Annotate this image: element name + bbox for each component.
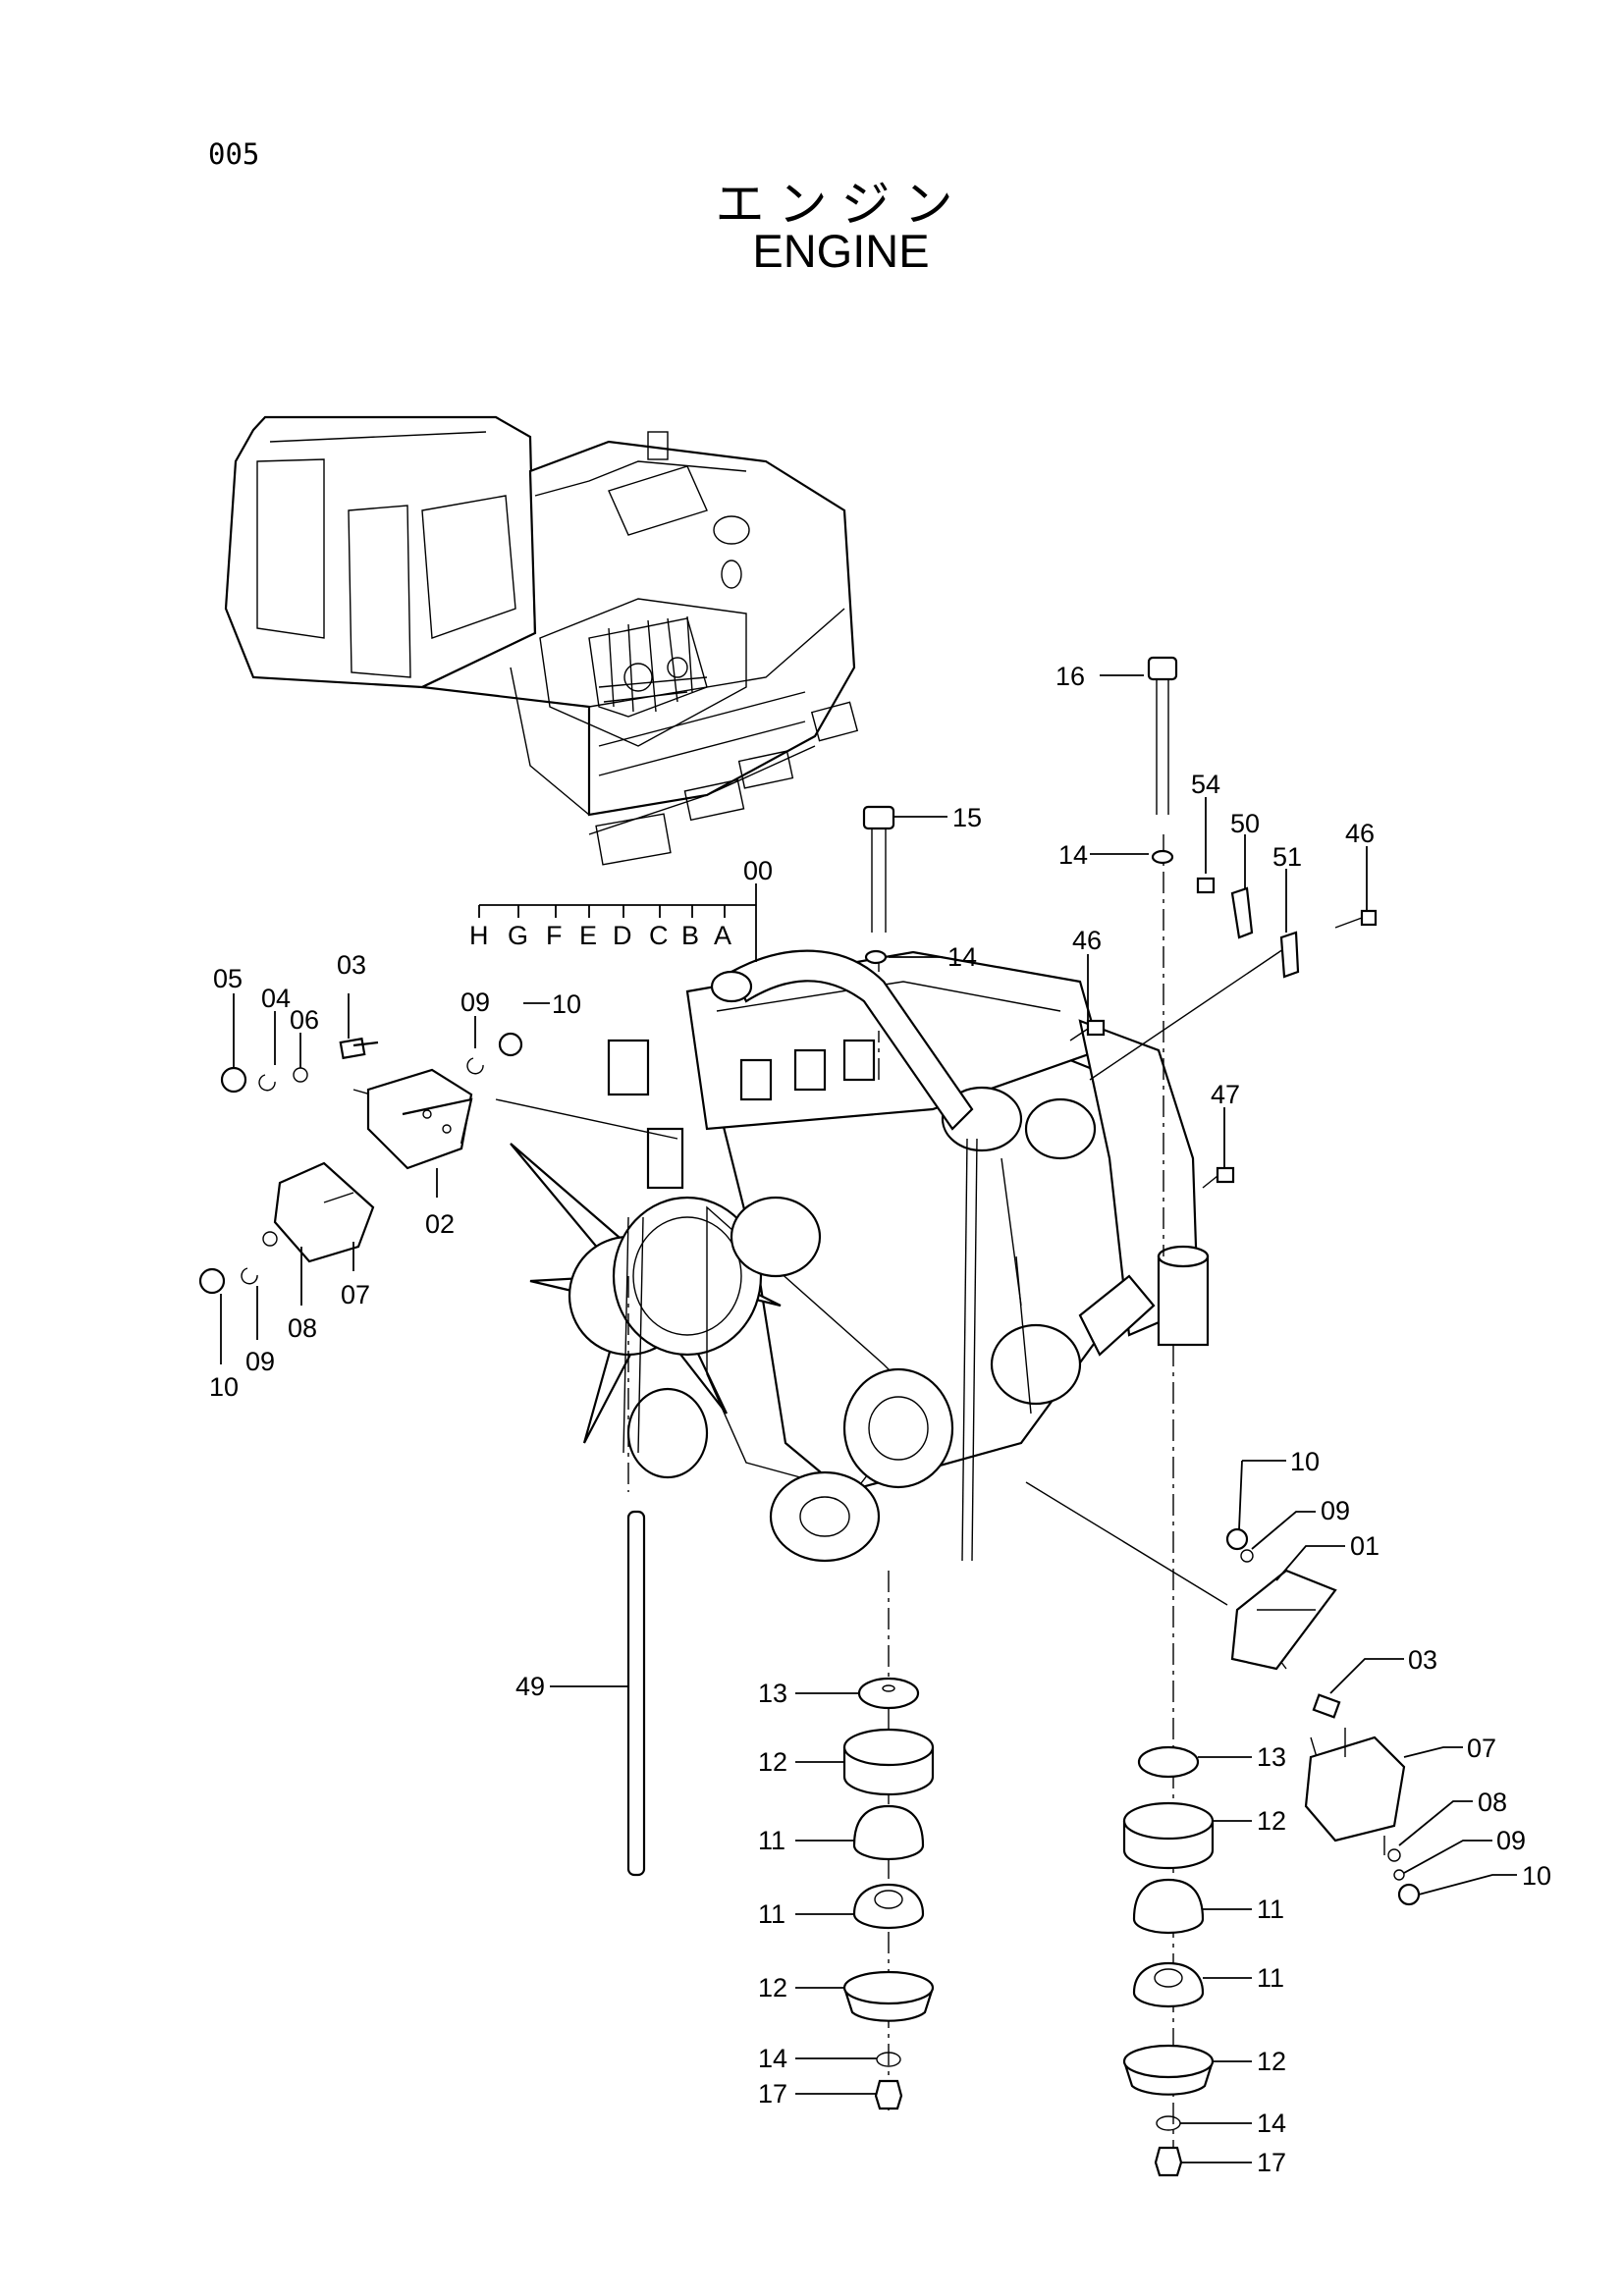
callout-00: 00: [743, 856, 773, 885]
callout-09: 09: [1496, 1826, 1526, 1855]
callout-08: 08: [1478, 1788, 1507, 1817]
callout-10: 10: [209, 1372, 239, 1402]
callout-12: 12: [758, 1747, 787, 1777]
callout-04: 04: [261, 984, 291, 1013]
variant-letters: H G F E D C B A: [469, 921, 731, 950]
variant-letter-h: H: [469, 921, 489, 950]
upper-fasteners: [862, 656, 1378, 1189]
callout-46: 46: [1345, 819, 1375, 848]
callout-14: 14: [1058, 840, 1088, 870]
callout-labels: 00 16 15 14 14 54 50 51 46 46 47 05 03 0…: [209, 662, 1551, 2177]
callout-12: 12: [1257, 2047, 1286, 2076]
right-mount-parts: [1225, 1527, 1421, 1906]
mount-stack-right: [1122, 1745, 1215, 2177]
callout-49: 49: [515, 1672, 545, 1701]
callout-09: 09: [245, 1347, 275, 1376]
callout-09: 09: [460, 988, 490, 1017]
title-japanese: エンジン: [715, 176, 967, 233]
callout-51: 51: [1272, 842, 1302, 872]
page-number: 005: [208, 137, 260, 171]
callout-08: 08: [288, 1313, 317, 1343]
callout-14: 14: [1257, 2109, 1286, 2138]
variant-letter-e: E: [579, 921, 597, 950]
callout-07: 07: [341, 1280, 370, 1309]
callout-15: 15: [952, 803, 982, 832]
callout-10: 10: [552, 989, 581, 1019]
callout-10: 10: [1290, 1447, 1320, 1476]
callout-17: 17: [758, 2079, 787, 2109]
callout-07: 07: [1467, 1734, 1496, 1763]
callout-13: 13: [1257, 1742, 1286, 1772]
cooling-fan: [510, 1143, 782, 1444]
callout-14: 14: [947, 942, 977, 972]
callout-03: 03: [337, 950, 366, 980]
variant-letter-c: C: [649, 921, 669, 950]
belt-and-pulleys: [626, 1196, 954, 1563]
variant-letter-a: A: [714, 921, 731, 950]
callout-47: 47: [1211, 1080, 1240, 1109]
callout-11: 11: [1257, 1963, 1284, 1993]
callout-09: 09: [1321, 1496, 1350, 1525]
callout-12: 12: [758, 1973, 787, 2002]
callout-17: 17: [1257, 2148, 1286, 2177]
variant-letter-f: F: [546, 921, 563, 950]
callout-11: 11: [758, 1899, 785, 1929]
callout-11: 11: [758, 1826, 785, 1855]
mount-stack-left: [842, 1677, 935, 2110]
callout-14: 14: [758, 2044, 787, 2073]
callout-16: 16: [1055, 662, 1085, 691]
variant-bracket: [478, 883, 757, 962]
callout-01: 01: [1350, 1531, 1380, 1561]
callout-02: 02: [425, 1209, 455, 1239]
variant-letter-g: G: [508, 921, 528, 950]
left-mount-parts: [198, 1032, 523, 1295]
callout-11: 11: [1257, 1895, 1284, 1924]
engine-assembly: [510, 949, 1210, 1563]
callout-12: 12: [1257, 1806, 1286, 1836]
hose-49: [626, 1510, 646, 1877]
variant-letter-b: B: [681, 921, 699, 950]
callout-13: 13: [758, 1679, 787, 1708]
callout-03: 03: [1408, 1645, 1437, 1675]
callout-50: 50: [1230, 809, 1260, 838]
title-english: ENGINE: [752, 225, 930, 277]
callout-leaders: [220, 674, 1517, 2163]
callout-06: 06: [290, 1005, 319, 1035]
variant-letter-d: D: [613, 921, 632, 950]
callout-54: 54: [1191, 770, 1220, 799]
callout-46: 46: [1072, 926, 1102, 955]
callout-05: 05: [213, 964, 243, 993]
callout-10: 10: [1522, 1861, 1551, 1891]
excavator-overview-illustration: [224, 415, 859, 866]
